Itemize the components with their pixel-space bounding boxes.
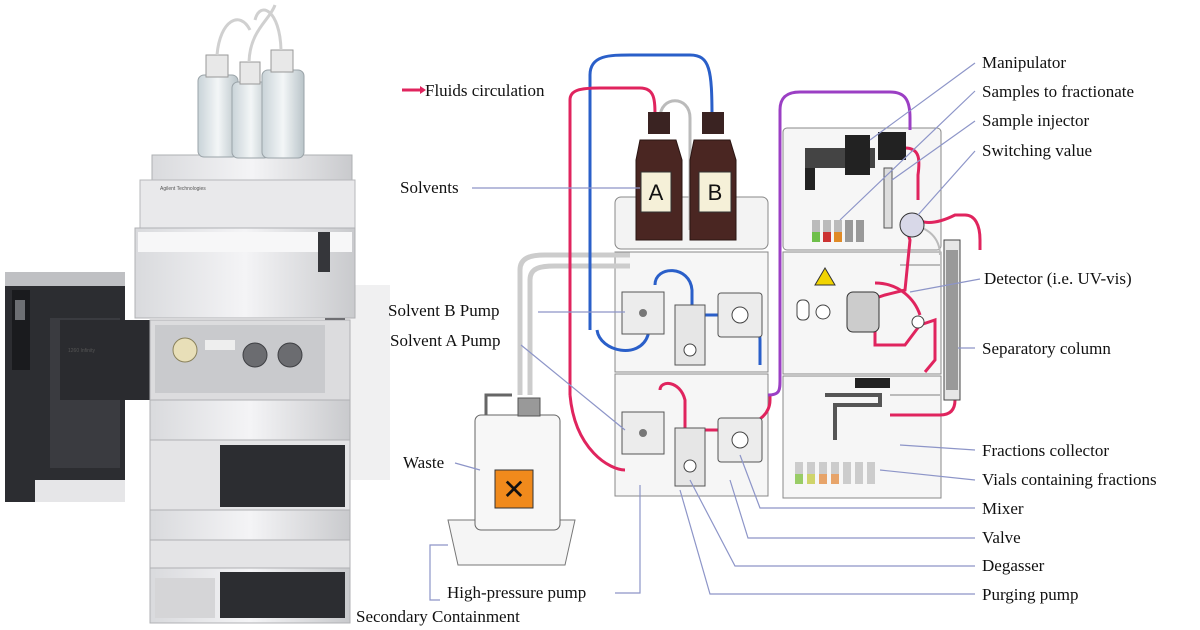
label-detector: Detector (i.e. UV-vis) [984,269,1132,288]
label-secondary-containment: Secondary Containment [356,607,520,626]
hplc-schematic: A B [447,53,982,566]
reagent-bottles [197,4,305,159]
model-label: 1260 Infinity [68,348,95,354]
manipulator-arm [805,132,906,190]
legend: Fluids circulation [402,81,545,100]
label-solvents: Solvents [400,178,459,197]
bottle-a-label: A [649,180,664,205]
label-samples-to-fractionate: Samples to fractionate [982,82,1134,101]
label-purging-pump: Purging pump [982,585,1079,604]
label-degasser: Degasser [982,556,1045,575]
label-manipulator: Manipulator [982,53,1066,72]
collector-arm [825,393,882,440]
label-switching-value: Switching value [982,141,1092,160]
legend-fluids-circulation: Fluids circulation [425,81,545,100]
purple-flow-line [767,90,912,397]
label-fractions-collector: Fractions collector [982,441,1109,460]
detector-cell [846,291,880,333]
solvent-bottle-b: B [689,112,737,241]
labels-right: Manipulator Samples to fractionate Sampl… [982,53,1157,604]
label-mixer: Mixer [982,499,1024,518]
pump-heads [621,291,763,487]
brand-label: Agilent Technologies [160,186,206,192]
fraction-vials [795,462,875,484]
pointer-lines [429,62,981,601]
label-valve: Valve [982,528,1021,547]
instrument-photo: Agilent Technologies 1260 Infinity [5,4,390,624]
labels-left: Solvents Solvent B Pump Solvent A Pump W… [356,178,586,626]
sample-injector-needle [883,167,893,229]
radiation-warning-icon [814,267,836,286]
label-solvent-a-pump: Solvent A Pump [390,331,501,350]
hazard-x-icon: ✕ [502,474,525,505]
blue-flow-line [588,53,762,365]
sample-vials [812,220,864,242]
label-high-pressure-pump: High-pressure pump [447,583,586,602]
label-sample-injector: Sample injector [982,111,1090,130]
bottle-b-label: B [708,180,723,205]
red-flow-line-a [568,86,657,395]
waste-container: ✕ [447,393,576,566]
label-separatory-column: Separatory column [982,339,1111,358]
solvent-bottle-a: A [635,112,683,241]
label-solvent-b-pump: Solvent B Pump [388,301,499,320]
switching-valve [899,212,925,238]
label-vials-containing-fractions: Vials containing fractions [982,470,1157,489]
label-waste: Waste [403,453,444,472]
